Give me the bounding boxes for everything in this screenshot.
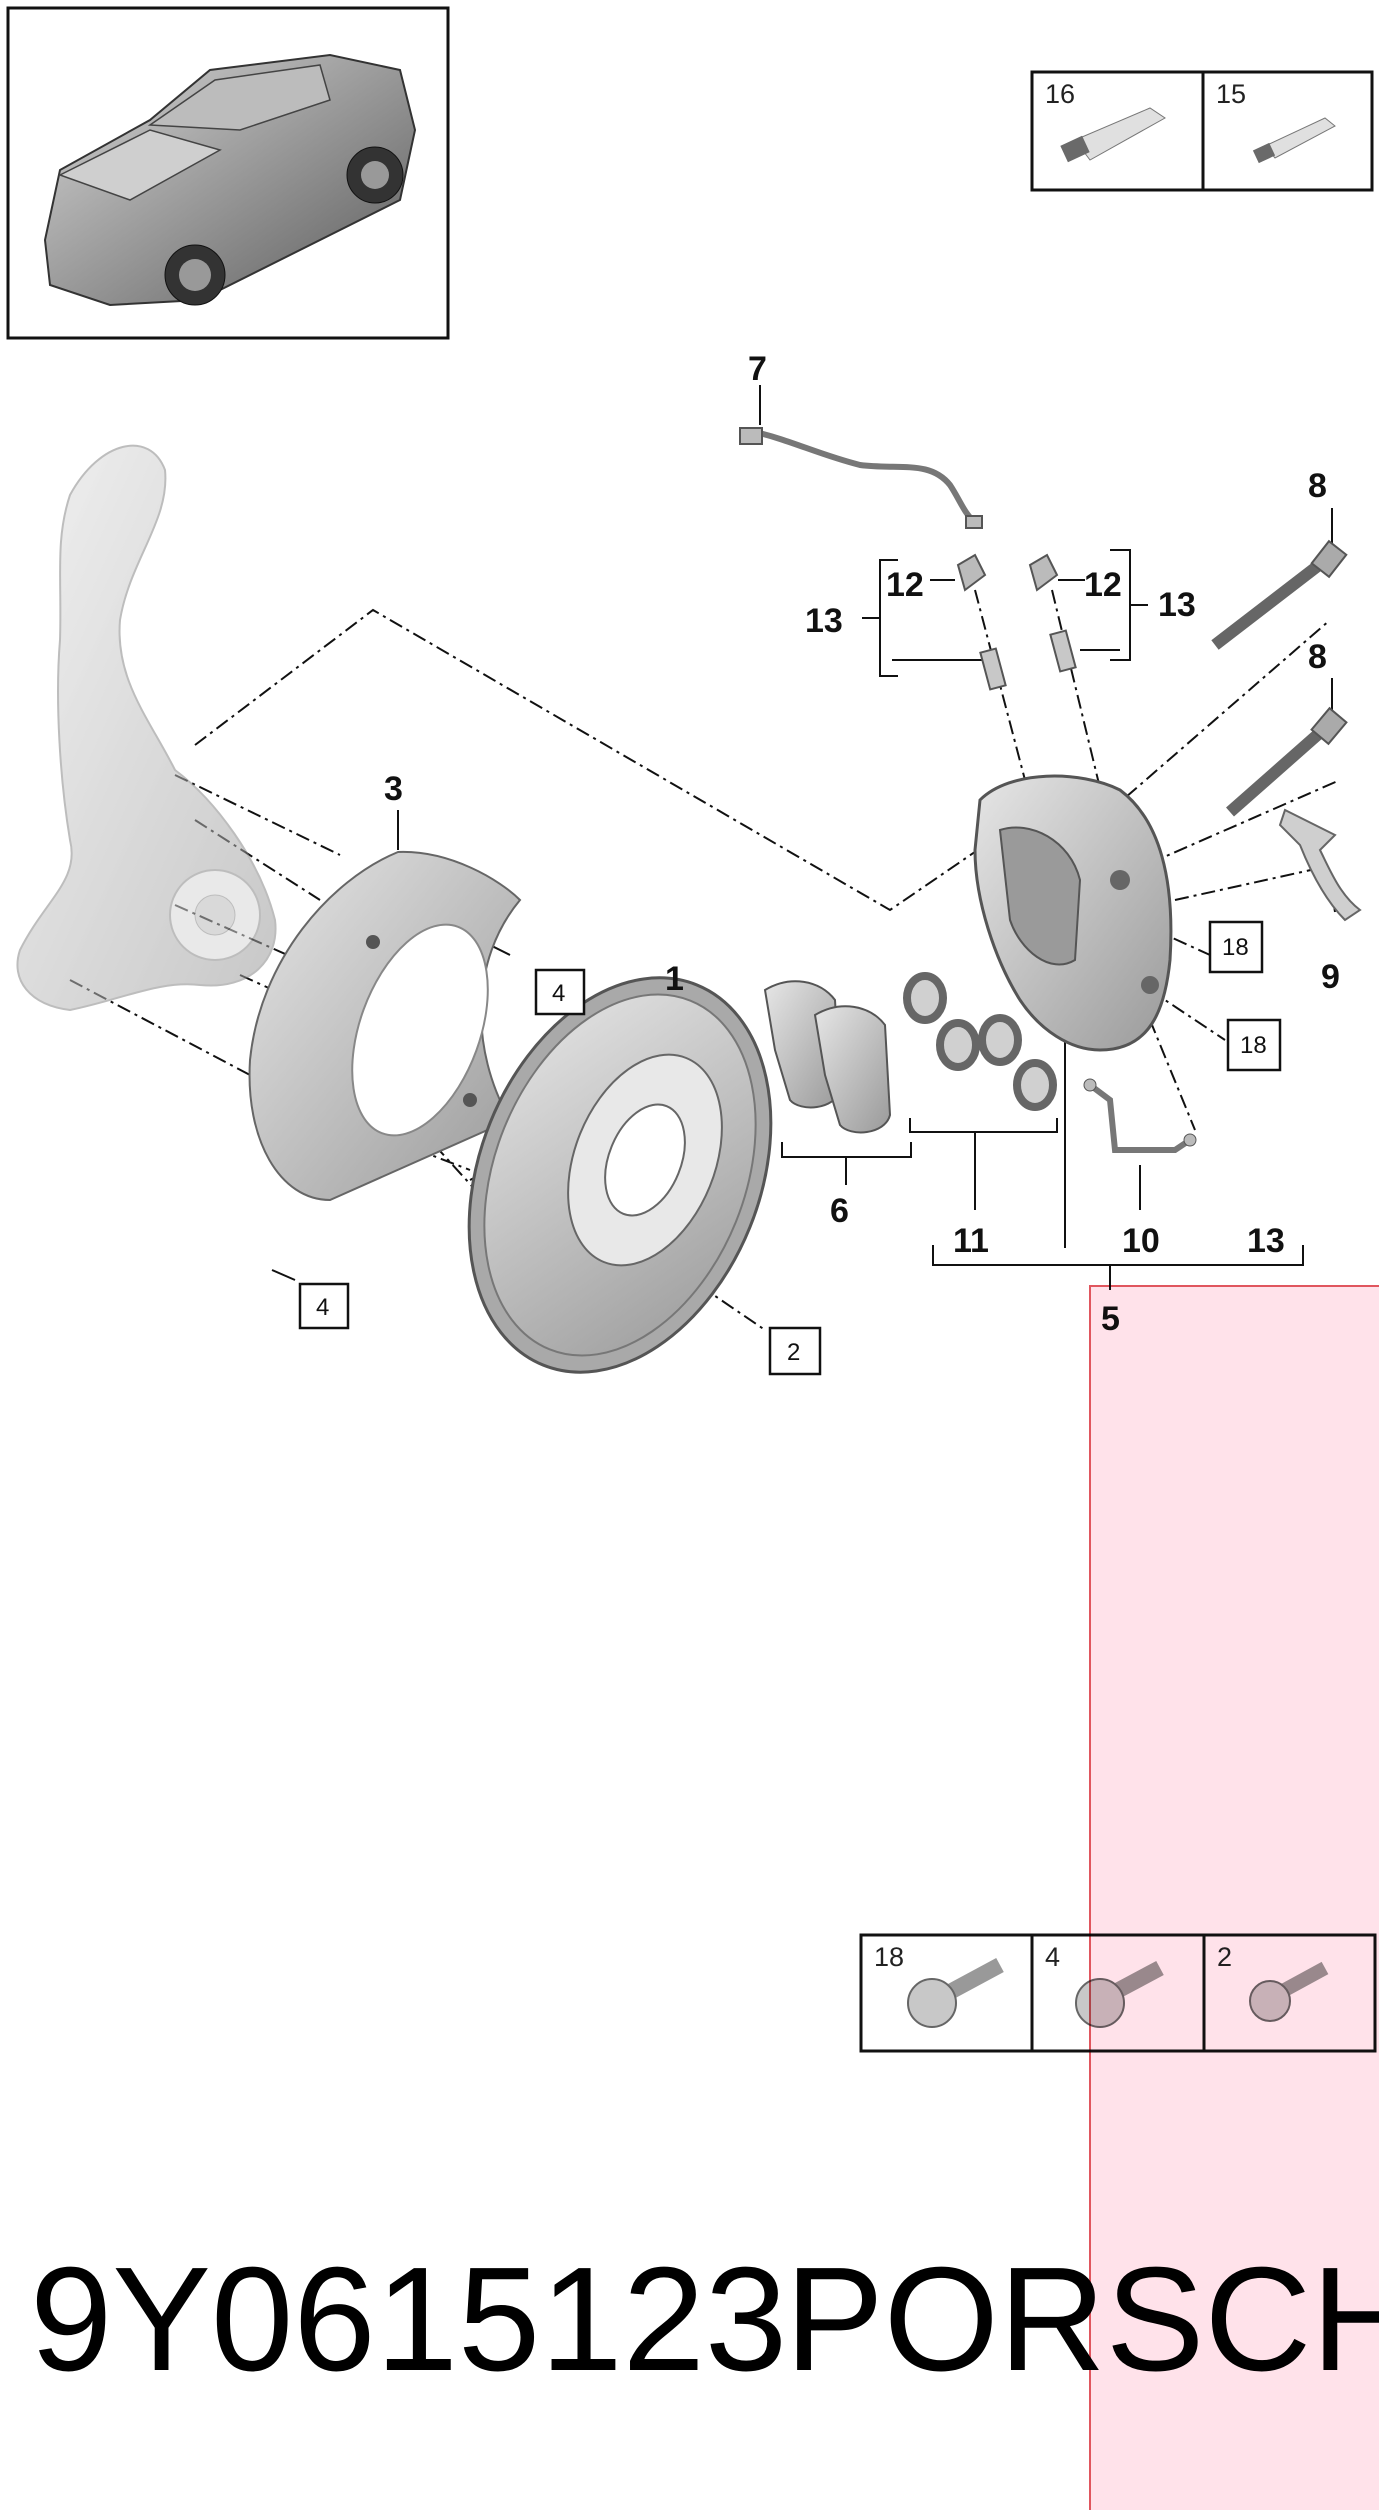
boxed-ref-2: 2 (787, 1339, 800, 1366)
callout-7: 7 (748, 350, 767, 388)
wheel-hub-knuckle (16, 444, 277, 1012)
wear-sensor (739, 427, 983, 529)
highlight-overlay (1089, 1285, 1379, 2510)
piston-seals (903, 972, 1057, 1111)
callout-13-left: 13 (805, 602, 843, 640)
brake-pads (763, 980, 892, 1134)
callout-11: 11 (953, 1222, 989, 1260)
boxed-ref-4-lower: 4 (316, 1294, 329, 1321)
boxed-ref-4-upper: 4 (552, 980, 565, 1007)
callout-10: 10 (1122, 1222, 1160, 1260)
grease-tube-icon (1252, 117, 1336, 164)
brake-disc (467, 976, 773, 1374)
caliper-bolts (1211, 539, 1348, 817)
callout-6: 6 (830, 1192, 849, 1230)
callout-8-lower: 8 (1308, 638, 1327, 676)
callout-13-right: 13 (1158, 586, 1196, 624)
spring-clip (1278, 808, 1362, 922)
panel-label-15: 15 (1216, 79, 1246, 109)
grease-tube-icon (1060, 107, 1166, 163)
callout-1: 1 (665, 960, 684, 998)
consumables-panel: 16 15 (1030, 70, 1374, 192)
callout-12-left: 12 (886, 566, 924, 604)
panel-label-18: 18 (874, 1942, 904, 1972)
brake-caliper (973, 774, 1173, 1052)
callout-8-upper: 8 (1308, 467, 1327, 505)
brake-line (1083, 1078, 1197, 1153)
boxed-ref-18-lower: 18 (1240, 1032, 1267, 1059)
boxed-references: 4 4 2 18 18 (298, 920, 1282, 1376)
callout-12-right: 12 (1084, 566, 1122, 604)
panel-label-4: 4 (1045, 1942, 1060, 1972)
bleed-screws (956, 553, 1077, 691)
part-number: 9Y0615123 (30, 2237, 787, 2402)
panel-label-16: 16 (1045, 79, 1075, 109)
callout-13-bottom: 13 (1247, 1222, 1285, 1260)
callout-3: 3 (384, 770, 403, 808)
bolt-icon (907, 1957, 1004, 2028)
vehicle-thumbnail (6, 6, 450, 340)
boxed-ref-18-upper: 18 (1222, 934, 1249, 961)
splash-shield (248, 850, 522, 1202)
callout-9: 9 (1321, 958, 1340, 996)
